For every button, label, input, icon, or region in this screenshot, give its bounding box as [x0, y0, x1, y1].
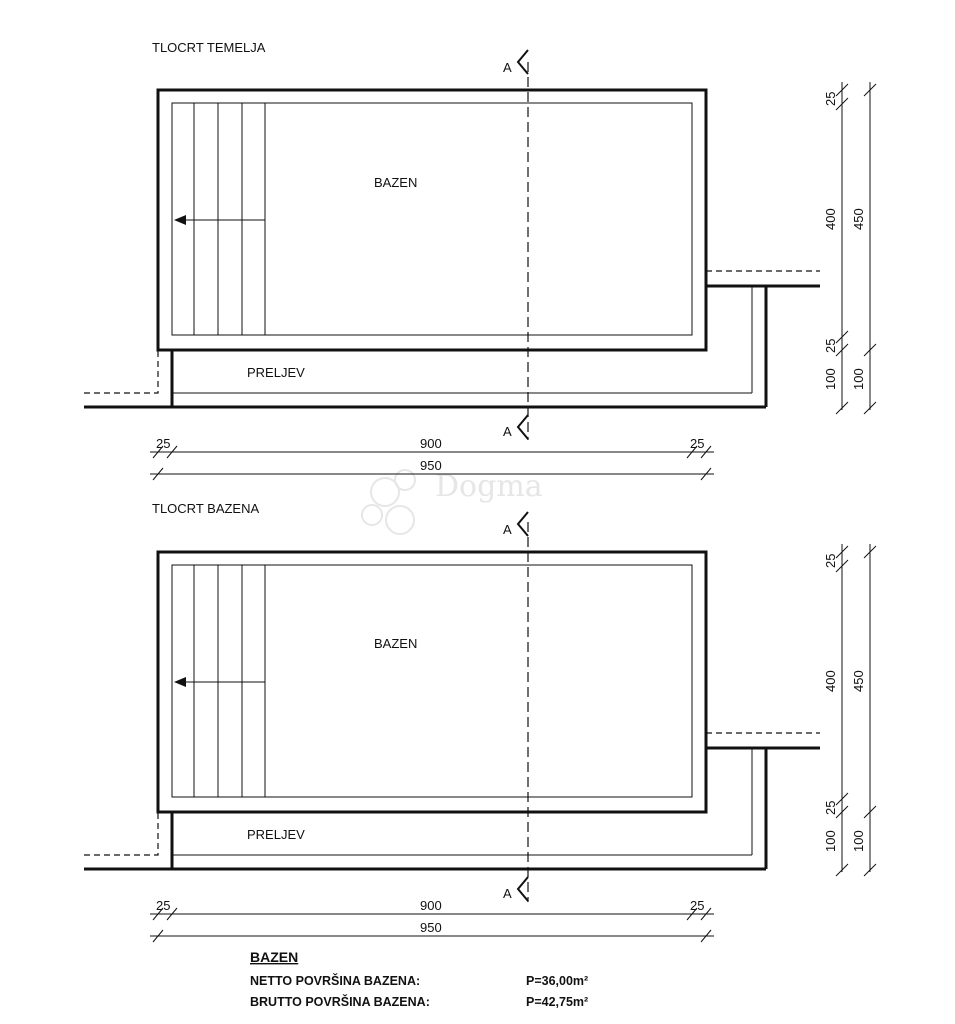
- stairs: [174, 565, 266, 797]
- dimension-lines-vertical: [835, 82, 877, 415]
- summary-title: BAZEN: [250, 949, 298, 965]
- pool-outer-wall: [156, 88, 708, 352]
- dim-overflow-inner: 100: [823, 830, 838, 852]
- watermark-logo-icon: [361, 469, 416, 535]
- section-marker-bottom: A: [503, 424, 512, 439]
- dim-right-wall: 25: [690, 898, 704, 913]
- dim-left-wall: 25: [156, 436, 170, 451]
- pool-inner-edge: [171, 564, 693, 798]
- dim-total-length: 950: [420, 920, 442, 935]
- dim-total-width: 450: [851, 670, 866, 692]
- watermark-text: Dogma: [435, 469, 543, 504]
- overflow-channel: [84, 270, 820, 409]
- dim-overflow-inner: 100: [823, 368, 838, 390]
- dim-top-wall: 25: [823, 554, 838, 568]
- dim-inner-length: 900: [420, 898, 442, 913]
- section-marker-top: A: [503, 522, 512, 537]
- dimension-lines-horizontal: [150, 445, 714, 481]
- stairs-arrow-icon: [174, 677, 186, 687]
- dim-overflow-outer: 100: [851, 830, 866, 852]
- dimension-lines-horizontal: [150, 907, 714, 943]
- section-line-a: [516, 511, 529, 902]
- section-marker-top: A: [503, 60, 512, 75]
- dim-bottom-wall: 25: [823, 339, 838, 353]
- pool-label: BAZEN: [374, 636, 417, 651]
- dim-right-wall: 25: [690, 436, 704, 451]
- pool-inner-edge: [171, 102, 693, 336]
- area-summary: BAZEN NETTO POVRŠINA BAZENA: P=36,00m² B…: [250, 949, 588, 1009]
- dim-overflow-outer: 100: [851, 368, 866, 390]
- dimension-lines-vertical: [835, 544, 877, 877]
- summary-brutto-label: BRUTTO POVRŠINA BAZENA:: [250, 994, 430, 1009]
- dim-total-length: 950: [420, 458, 442, 473]
- overflow-channel: [84, 732, 820, 871]
- pool-outer-wall: [156, 550, 708, 814]
- stairs: [174, 103, 266, 335]
- pool-label: BAZEN: [374, 175, 417, 190]
- section-marker-bottom: A: [503, 886, 512, 901]
- summary-netto-value: P=36,00m²: [526, 974, 588, 988]
- stairs-arrow-icon: [174, 215, 186, 225]
- dim-inner-width: 400: [823, 670, 838, 692]
- section-line-a: [516, 49, 529, 440]
- dim-inner-length: 900: [420, 436, 442, 451]
- dim-inner-width: 400: [823, 208, 838, 230]
- summary-brutto-value: P=42,75m²: [526, 995, 588, 1009]
- dim-total-width: 450: [851, 208, 866, 230]
- overflow-label: PRELJEV: [247, 365, 305, 380]
- summary-netto-label: NETTO POVRŠINA BAZENA:: [250, 973, 420, 988]
- dim-bottom-wall: 25: [823, 801, 838, 815]
- plan-title: TLOCRT TEMELJA: [152, 40, 266, 55]
- dim-top-wall: 25: [823, 92, 838, 106]
- plan-title: TLOCRT BAZENA: [152, 501, 259, 516]
- plan-foundation: TLOCRT TEMELJA BAZEN PRELJEV: [84, 40, 877, 481]
- plan-pool: TLOCRT BAZENA BAZEN PRELJEV: [84, 501, 877, 943]
- dim-left-wall: 25: [156, 898, 170, 913]
- overflow-label: PRELJEV: [247, 827, 305, 842]
